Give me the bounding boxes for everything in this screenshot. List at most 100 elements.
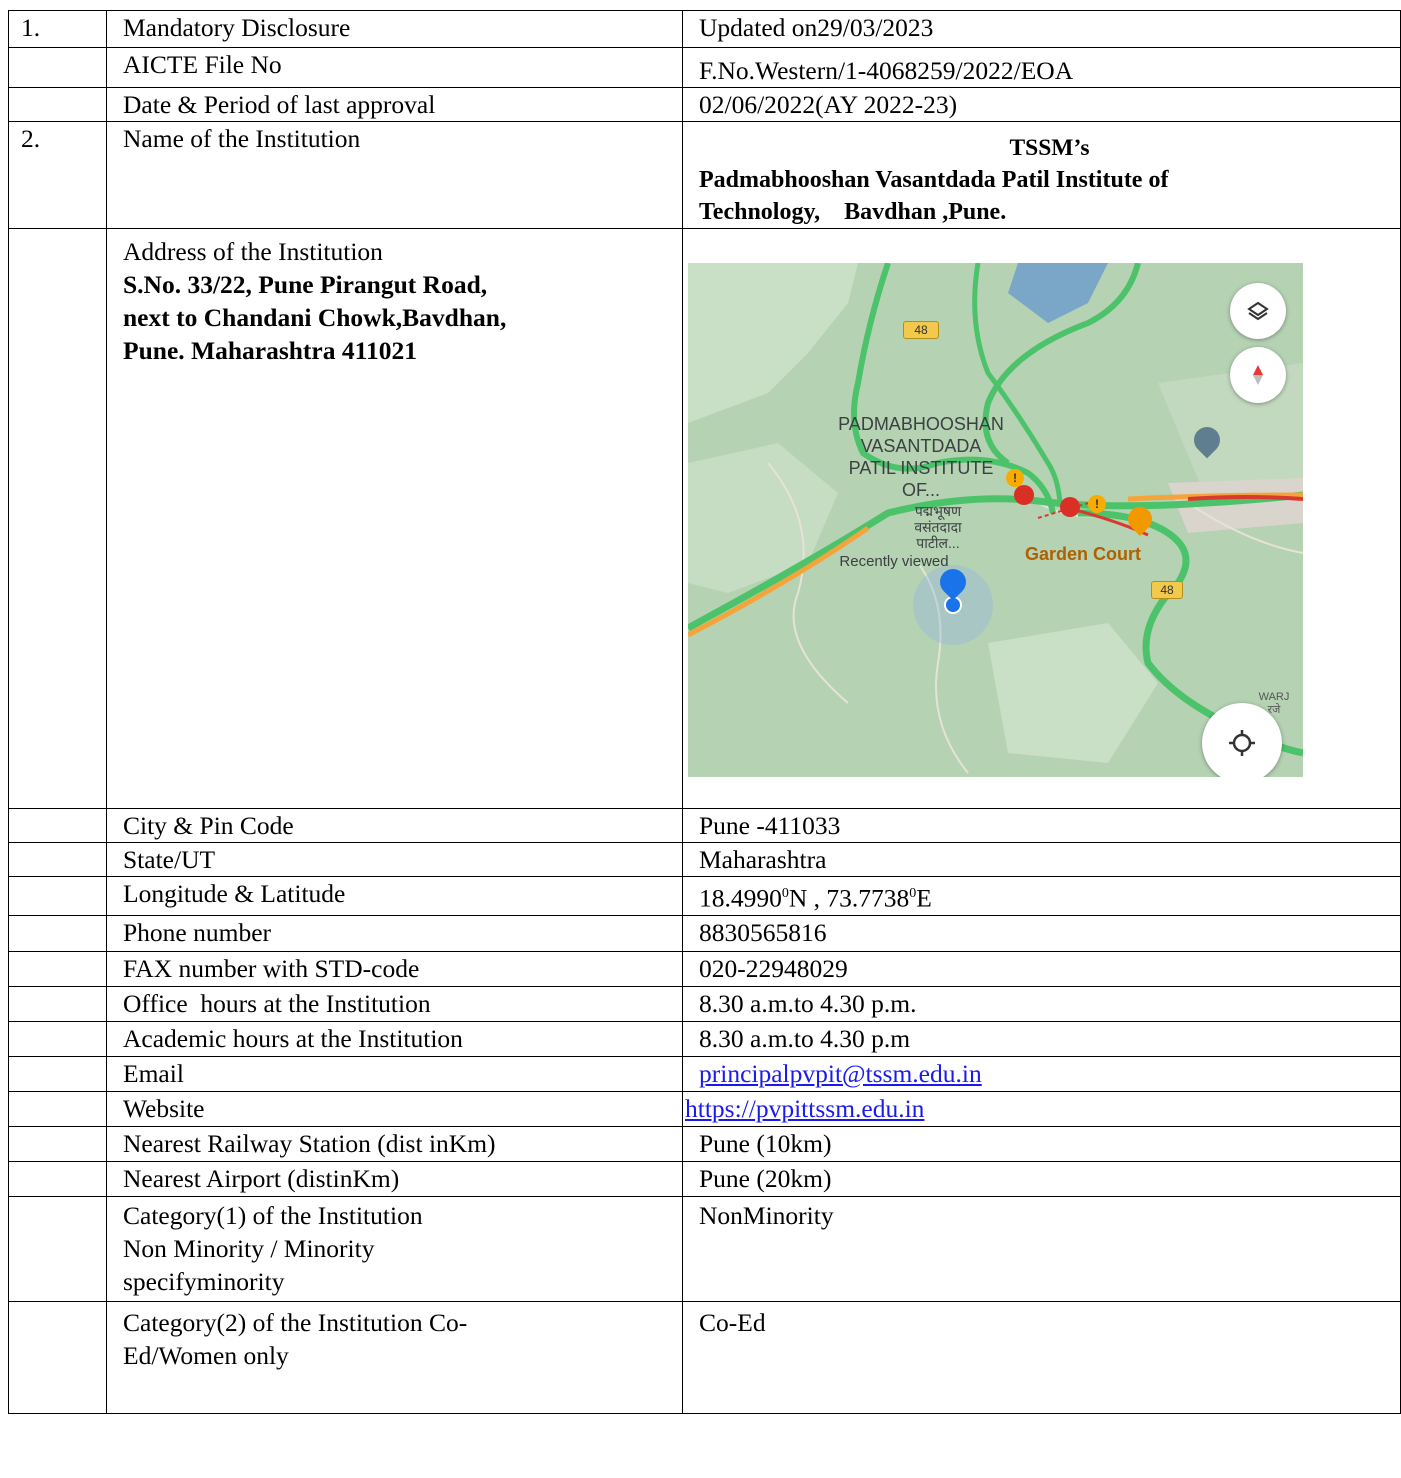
direction-suffix: E (916, 883, 932, 913)
row-label: Mandatory Disclosure (106, 10, 683, 48)
row-number (8, 1125, 107, 1162)
table-row: Category(1) of the Institution Non Minor… (8, 1195, 1401, 1302)
institution-name-line: Padmabhooshan Vasantdada Patil Institute… (699, 167, 1169, 193)
address-line: Pune. Maharashtra 411021 (123, 336, 417, 365)
row-label: Website (106, 1090, 683, 1127)
email-cell: principalpvpit@tssm.edu.in (682, 1055, 1401, 1092)
table-row: Longitude & Latitude 18.49900N , 73.7738… (8, 876, 1401, 916)
place-label-line: वसंतदादा (914, 519, 962, 535)
table-row: Date & Period of last approval 02/06/202… (8, 87, 1401, 122)
address-cell: Address of the Institution S.No. 33/22, … (106, 228, 683, 809)
table-row: Website https://pvpittssm.edu.in (8, 1090, 1401, 1127)
place-label-line: VASANTDADA (860, 436, 982, 456)
row-label: City & Pin Code (106, 808, 683, 843)
category-label-line: Category(2) of the Institution Co- (123, 1307, 468, 1337)
row-label: Longitude & Latitude (106, 876, 683, 916)
table-row: Address of the Institution S.No. 33/22, … (8, 228, 1401, 809)
table-row: FAX number with STD-code 020-22948029 (8, 950, 1401, 987)
row-number: 1. (8, 10, 107, 48)
row-value: Updated on29/03/2023 (682, 10, 1401, 48)
row-number (8, 808, 107, 843)
road-closed-icon (1014, 485, 1034, 505)
degree-sup: 0 (909, 886, 917, 901)
table-row: City & Pin Code Pune -411033 (8, 808, 1401, 843)
edge-label-line: रजे (1267, 704, 1281, 716)
table-row: Office hours at the Institution 8.30 a.m… (8, 985, 1401, 1022)
longitude-value: N , 73.7738 (788, 883, 910, 913)
row-value: Pune (10km) (682, 1125, 1401, 1162)
road-closed-icon (1060, 497, 1080, 517)
address-line: S.No. 33/22, Pune Pirangut Road, (123, 270, 488, 299)
compass-icon[interactable] (1230, 347, 1286, 403)
address-label: Address of the Institution (123, 237, 383, 266)
row-value: NonMinority (682, 1195, 1401, 1302)
row-label: Nearest Railway Station (dist inKm) (106, 1125, 683, 1162)
row-label: FAX number with STD-code (106, 950, 683, 987)
row-number: 2. (8, 121, 107, 229)
place-label-line: OF... (901, 480, 940, 500)
row-value: 020-22948029 (682, 950, 1401, 987)
disclosure-table: 1. Mandatory Disclosure Updated on29/03/… (8, 10, 1401, 1414)
row-number (8, 1055, 107, 1092)
institution-name-line: Technology, Bavdhan ,Pune. (699, 199, 1007, 225)
row-label: Nearest Airport (distinKm) (106, 1160, 683, 1197)
row-label: AICTE File No (106, 47, 683, 88)
row-label: Phone number (106, 914, 683, 952)
row-value: 02/06/2022(AY 2022-23) (682, 87, 1401, 122)
table-row: Nearest Railway Station (dist inKm) Pune… (8, 1125, 1401, 1162)
category-label-line: Category(1) of the Institution (123, 1200, 423, 1230)
place-label-line: PADMABHOOSHAN (838, 414, 1004, 434)
category2-label: Category(2) of the Institution Co- Ed/Wo… (106, 1300, 683, 1414)
table-row: Email principalpvpit@tssm.edu.in (8, 1055, 1401, 1092)
website-cell: https://pvpittssm.edu.in (682, 1090, 1401, 1127)
map-image[interactable]: 48 48 PADMABHOOSHAN VASANTDADA PATIL INS… (688, 263, 1303, 777)
highway-road (688, 491, 1303, 632)
row-number (8, 1195, 107, 1302)
institution-short-name: TSSM’s (1009, 135, 1090, 161)
place-label-line: पाटील... (916, 535, 960, 551)
row-value: F.No.Western/1-4068259/2022/EOA (682, 47, 1401, 88)
map-cell: 48 48 PADMABHOOSHAN VASANTDADA PATIL INS… (682, 228, 1401, 809)
row-number (8, 47, 107, 88)
map-canvas (688, 263, 1303, 777)
water-body (1008, 263, 1108, 323)
row-number (8, 985, 107, 1022)
row-value: Maharashtra (682, 842, 1401, 877)
table-row: 2. Name of the Institution TSSM’s Padmab… (8, 121, 1401, 229)
website-link[interactable]: https://pvpittssm.edu.in (685, 1093, 925, 1123)
row-number (8, 914, 107, 952)
road-shield: 48 (1151, 581, 1183, 599)
row-number (8, 1020, 107, 1057)
place-label: PADMABHOOSHAN VASANTDADA PATIL INSTITUTE… (826, 413, 1016, 501)
road-shield: 48 (903, 321, 939, 339)
table-row: Nearest Airport (distinKm) Pune (20km) (8, 1160, 1401, 1197)
table-row: Category(2) of the Institution Co- Ed/Wo… (8, 1300, 1401, 1414)
institution-name: TSSM’s Padmabhooshan Vasantdada Patil In… (682, 121, 1401, 229)
layers-icon[interactable] (1230, 283, 1286, 339)
row-label: Email (106, 1055, 683, 1092)
place-label-marathi: पद्मभूषण वसंतदादा पाटील... (898, 503, 978, 551)
edge-label-line: WARJ (1258, 691, 1290, 703)
row-label: State/UT (106, 842, 683, 877)
email-link[interactable]: principalpvpit@tssm.edu.in (699, 1058, 982, 1088)
locate-icon[interactable] (1202, 703, 1282, 777)
table-row: Phone number 8830565816 (8, 914, 1401, 952)
row-number (8, 87, 107, 122)
row-number (8, 842, 107, 877)
row-number (8, 1300, 107, 1414)
geo-value: 18.49900N , 73.77380E (682, 876, 1401, 916)
row-number (8, 228, 107, 809)
place-label-line: पद्मभूषण (914, 503, 962, 519)
row-value: 8.30 a.m.to 4.30 p.m (682, 1020, 1401, 1057)
degree-sup: 0 (781, 886, 789, 901)
row-value: 8830565816 (682, 914, 1401, 952)
latitude-value: 18.4990 (699, 883, 782, 913)
recently-viewed-label: Recently viewed (839, 553, 949, 570)
warning-icon: ! (1006, 469, 1024, 487)
category1-label: Category(1) of the Institution Non Minor… (106, 1195, 683, 1302)
row-label: Name of the Institution (106, 121, 683, 229)
table-row: 1. Mandatory Disclosure Updated on29/03/… (8, 10, 1401, 48)
row-number (8, 876, 107, 916)
category-label-line: specifyminority (123, 1266, 285, 1296)
row-number (8, 1090, 107, 1127)
